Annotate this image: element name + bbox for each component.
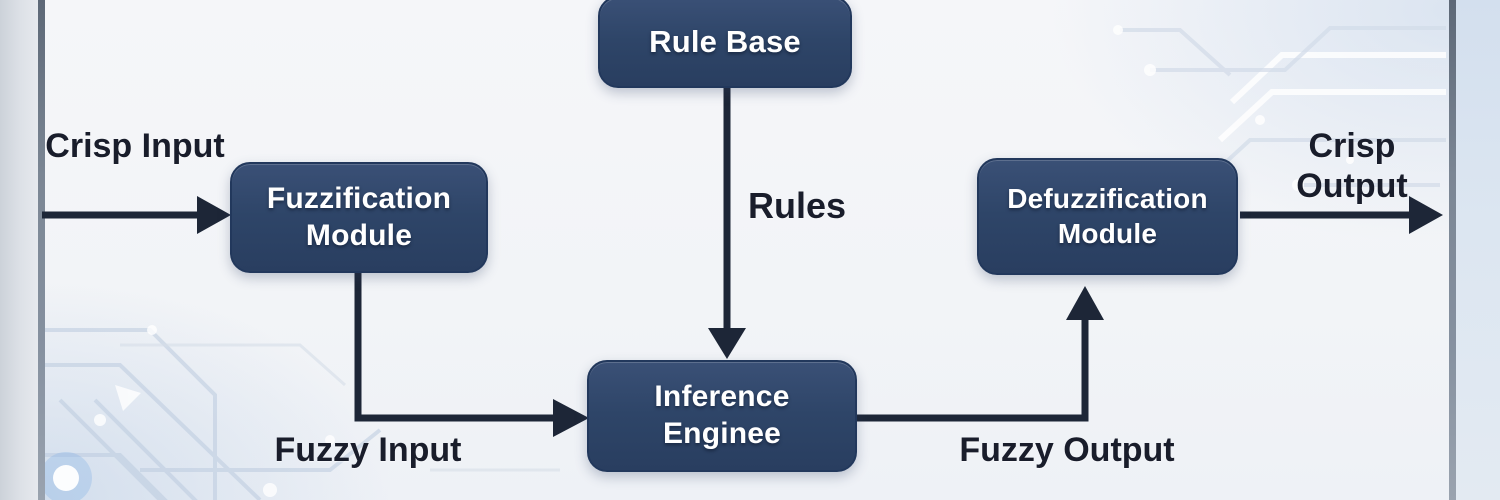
fuzzy-output-arrow: [855, 286, 1104, 422]
left-frame-line: [38, 0, 45, 500]
crisp-output-arrow: [1240, 196, 1443, 234]
right-frame-strip: [1456, 0, 1500, 500]
label-crisp-input: Crisp Input: [45, 127, 225, 165]
fuzzy-input-arrow: [354, 271, 589, 437]
node-rule-base: Rule Base: [598, 0, 852, 88]
left-frame-strip: [0, 0, 38, 500]
label-fuzzy-output: Fuzzy Output: [959, 431, 1175, 469]
right-frame-line: [1449, 0, 1456, 500]
crisp-input-arrow: [42, 196, 231, 234]
node-defuzzification-module: Defuzzification Module: [977, 158, 1238, 275]
label-fuzzy-input: Fuzzy Input: [274, 431, 462, 469]
label-crisp-output: Crisp Output: [1296, 127, 1408, 206]
label-rules: Rules: [747, 185, 847, 226]
node-inference-engine: Inference Enginee: [587, 360, 857, 472]
rules-arrow: [708, 88, 746, 359]
node-fuzzification-module: Fuzzification Module: [230, 162, 488, 273]
